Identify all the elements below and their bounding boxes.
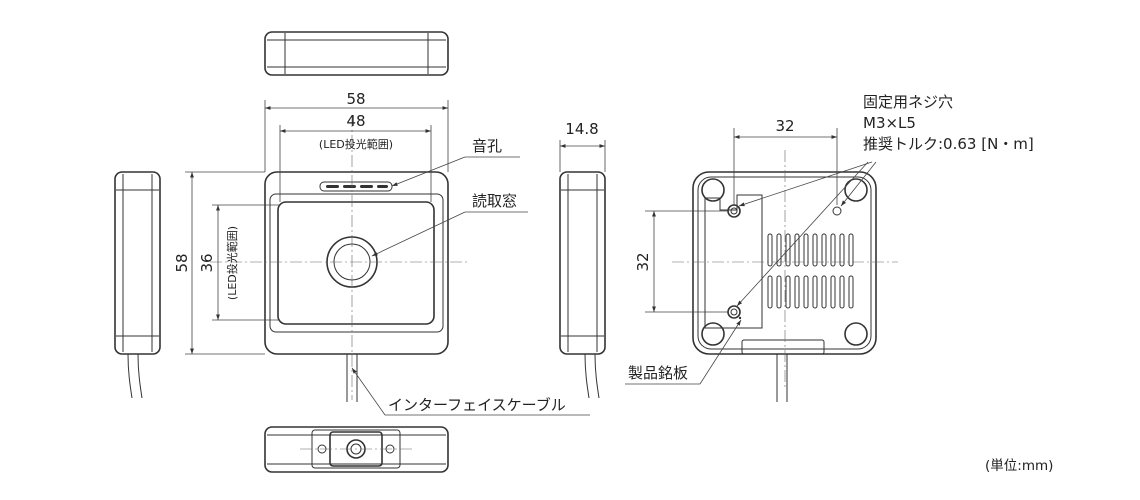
dim-width-led: 48 [346,112,365,130]
vent-slots [767,233,854,309]
front-leaders [351,156,590,416]
front-view [185,100,470,402]
label-nameplate: 製品銘板 [628,364,688,382]
dim-hole-pitch-v: 32 [634,252,652,271]
bottom-view [264,426,449,473]
dim-height-led: 36 [198,253,216,272]
dim-hole-pitch-h: 32 [775,117,794,135]
unit-label: (単位:mm) [985,458,1053,474]
dim-height-outer: 58 [173,253,191,272]
label-interface-cable: インターフェイスケーブル [388,396,566,414]
label-read-window: 読取窓 [472,192,517,210]
left-side-view [114,171,161,399]
dim-led-range: (LED投光範囲) [319,137,393,151]
dim-led-range-vertical: (LED投光範囲) [225,226,239,300]
right-side-view [559,140,606,399]
top-view [264,31,449,76]
sound-hole [319,181,393,192]
label-torque: 推奨トルク:0.63 [N・m] [863,135,1034,153]
label-screw-size: M3×L5 [863,114,916,132]
dim-depth: 14.8 [565,120,598,138]
dim-width-outer: 58 [346,90,365,108]
label-sound-hole: 音孔 [472,137,502,155]
back-view [625,128,898,402]
label-screw-title: 固定用ネジ穴 [863,93,953,111]
